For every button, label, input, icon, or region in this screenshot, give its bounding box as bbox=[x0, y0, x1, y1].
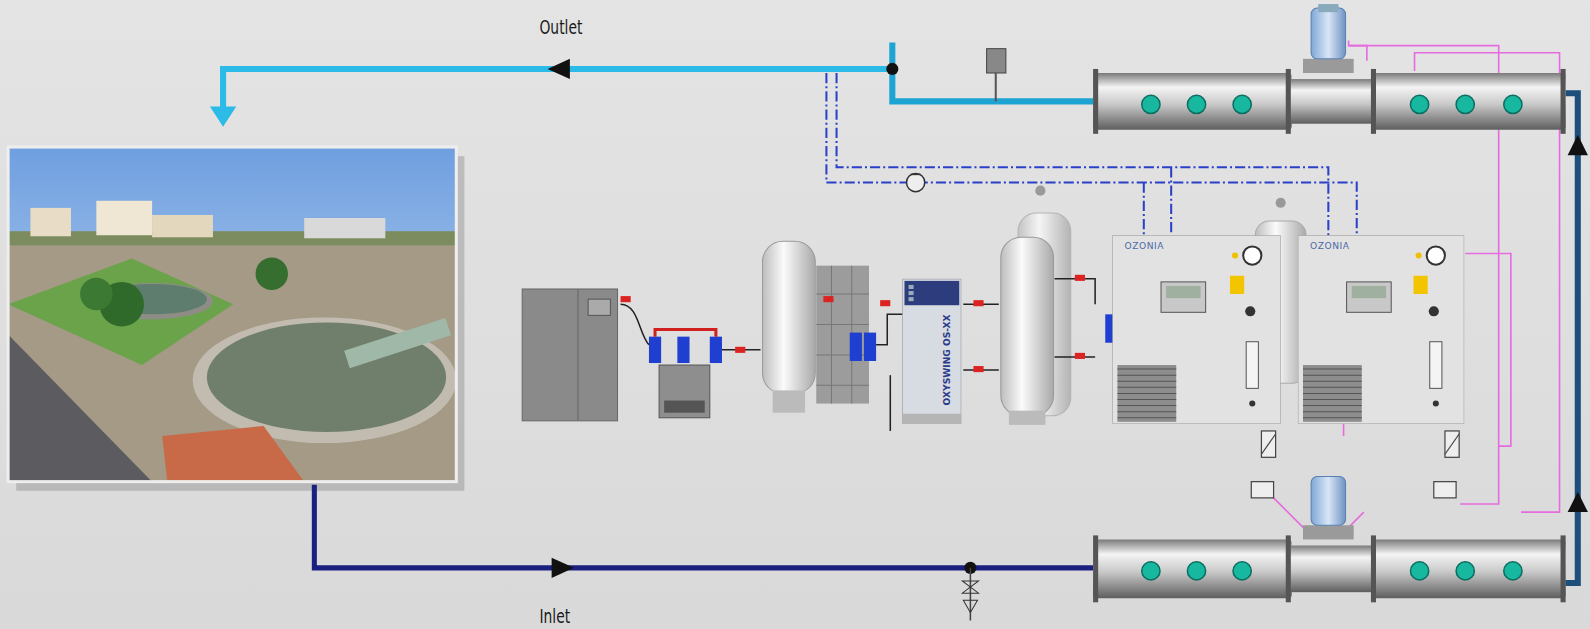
ozone-generator: OZONIA bbox=[1112, 235, 1280, 424]
oxygen-generator-detail bbox=[902, 279, 961, 424]
brand-name: OZONIA bbox=[1125, 241, 1164, 251]
control-lines bbox=[826, 73, 1356, 235]
generator-detail bbox=[1112, 235, 1280, 424]
generator-detail bbox=[1298, 235, 1464, 424]
outlet-pipe bbox=[210, 43, 1095, 127]
ozone-generator: OZONIA bbox=[1298, 235, 1464, 424]
oxygen-train bbox=[522, 186, 1306, 431]
model-name: OXYSWING OS-XX bbox=[942, 315, 952, 406]
inlet-pipe bbox=[314, 485, 1095, 621]
flow-label: Inlet bbox=[539, 604, 570, 626]
brand-name: OZONIA bbox=[1310, 241, 1349, 251]
oxygen-generator: OXYSWING OS-XX bbox=[902, 279, 961, 424]
return-pipe bbox=[1562, 93, 1588, 583]
pump-symbol bbox=[907, 173, 925, 191]
plant-photo bbox=[8, 147, 464, 491]
valves bbox=[1251, 431, 1459, 498]
flow-label: Outlet bbox=[539, 16, 582, 38]
contact-tubes bbox=[1093, 4, 1566, 602]
